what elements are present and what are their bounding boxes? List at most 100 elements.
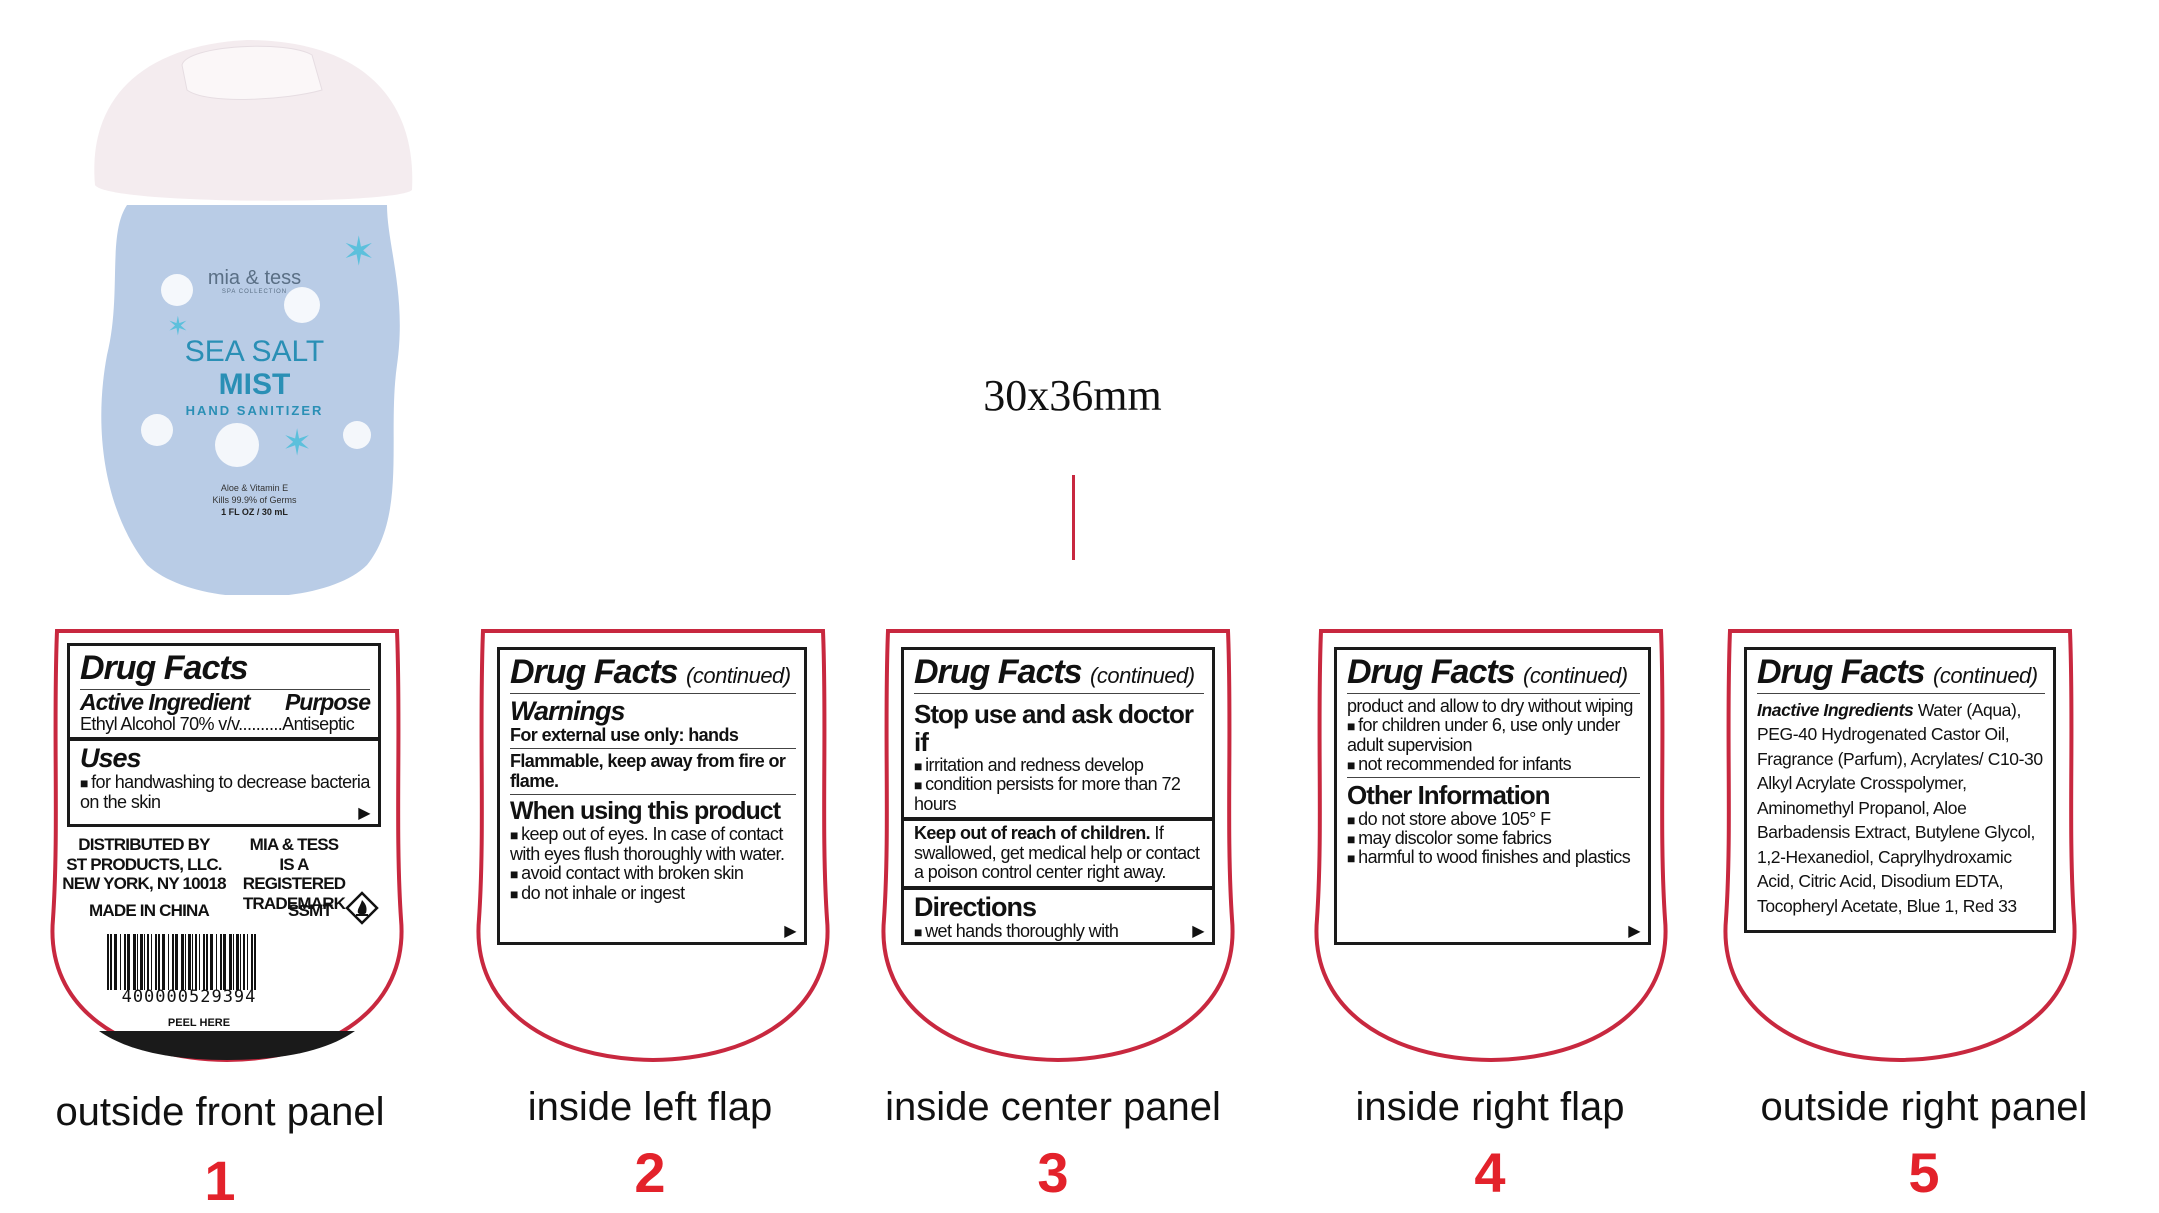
stop-use-bullet: irritation and redness develop (914, 755, 1204, 775)
barcode-bar (236, 934, 239, 990)
dimension-marker-line (1072, 475, 1075, 560)
barcode-bar (206, 934, 208, 990)
panel-number-1: 1 (204, 1149, 236, 1212)
continue-arrow-icon: ▶ (358, 804, 370, 822)
trademark-line: IS A REGISTERED (242, 854, 346, 894)
stop-use-heading: Stop use and ask doctor if (914, 698, 1194, 757)
barcode (107, 934, 259, 990)
barcode-bar (223, 934, 226, 990)
panel-inside-left-flap: Drug Facts (continued) Warnings For exte… (475, 629, 831, 1063)
barcode-bar (247, 934, 248, 990)
panel-inside-right-flap: Drug Facts (continued) product and allow… (1313, 629, 1669, 1063)
trademark-line: TRADEMARK (242, 893, 346, 913)
active-ingredient-line: Ethyl Alcohol 70% v/v..........Antisepti… (80, 713, 355, 734)
caption-panel-1: outside front panel (55, 1090, 385, 1134)
uses-text: for handwashing to decrease bacteria on … (80, 772, 370, 812)
inactive-ingredients-text: Water (Aqua), PEG-40 Hydrogenated Castor… (1757, 699, 2043, 916)
barcode-bar (168, 934, 169, 990)
purpose-heading: Purpose (284, 688, 371, 715)
barcode-bar (203, 934, 205, 990)
drug-facts-title: Drug Facts (1757, 653, 1926, 691)
barcode-bar (181, 934, 184, 990)
trademark-info: MIA & TESS IS A REGISTERED TRADEMARK (229, 835, 359, 913)
continue-arrow-icon: ▶ (784, 922, 796, 940)
other-information-heading: Other Information (1347, 777, 1640, 810)
barcode-bar (251, 934, 253, 990)
barcode-bar (151, 934, 152, 990)
barcode-bar (188, 934, 191, 990)
caption-panel-5: outside right panel (1760, 1085, 2088, 1129)
drug-facts-title: Drug Facts (1347, 653, 1516, 691)
continued-label: (continued) (686, 663, 791, 688)
other-info-bullet: do not store above 105° F (1347, 809, 1640, 829)
distributor-info: DISTRIBUTED BY ST PRODUCTS, LLC. NEW YOR… (59, 835, 229, 894)
barcode-bar (233, 934, 234, 990)
inactive-ingredients-heading: Inactive Ingredients (1757, 699, 1914, 720)
panel-number-5: 5 (1908, 1141, 1940, 1204)
drug-facts-title: Drug Facts (914, 653, 1083, 691)
barcode-bar (137, 934, 138, 990)
made-in-label: MADE IN CHINA (89, 901, 210, 920)
other-info-bullet: may discolor some fabrics (1347, 828, 1640, 848)
bottle-name-2: MIST (218, 368, 291, 401)
panel-outside-right: Drug Facts (continued) Inactive Ingredie… (1722, 629, 2078, 1063)
barcode-bar (140, 934, 143, 990)
warning-bullet: keep out of eyes. In case of contact wit… (510, 824, 796, 864)
bottle-collection: SPA COLLECTION (221, 289, 288, 295)
continue-arrow-icon: ▶ (1628, 922, 1640, 940)
directions-bullet: not recommended for infants (1347, 754, 1640, 774)
barcode-bar (147, 934, 149, 990)
barcode-bar (155, 934, 157, 990)
caption-panel-3: inside center panel (885, 1085, 1221, 1129)
product-bottle-image: ✶✶✶ mia & tess SPA COLLECTION SEA SALT M… (87, 35, 422, 597)
barcode-bar (195, 934, 197, 990)
svg-text:✶: ✶ (342, 230, 376, 274)
panel-inside-center: Drug Facts (continued) Stop use and ask … (880, 629, 1236, 1063)
bottle-size: 1 FL OZ / 30 mL (221, 507, 288, 517)
distributor-line: DISTRIBUTED BY (78, 835, 210, 854)
drug-facts-title: Drug Facts (510, 653, 679, 691)
directions-heading: Directions (914, 891, 1037, 922)
barcode-bar (254, 934, 256, 990)
caption-panel-2: inside left flap (527, 1085, 773, 1129)
barcode-bar (120, 934, 121, 990)
barcode-bar (127, 934, 130, 990)
trademark-line: MIA & TESS (249, 835, 339, 854)
external-use-text: For external use only: hands (510, 724, 739, 745)
barcode-bar (210, 934, 213, 990)
bottle-claim-1: Aloe & Vitamin E (220, 483, 289, 493)
barcode-number: 400000529394 (121, 987, 257, 1007)
continued-label: (continued) (1933, 663, 2038, 688)
barcode-bar (216, 934, 217, 990)
panel-number-2: 2 (634, 1141, 666, 1204)
continued-label: (continued) (1090, 663, 1195, 688)
stop-use-bullet: condition persists for more than 72 hour… (914, 775, 1204, 814)
barcode-bar (107, 934, 109, 990)
barcode-bar (133, 934, 136, 990)
continue-arrow-icon: ▶ (1192, 922, 1204, 940)
distributor-line: ST PRODUCTS, LLC. (66, 854, 222, 874)
directions-bullet: for children under 6, use only under adu… (1347, 715, 1640, 755)
barcode-bar (114, 934, 117, 990)
svg-text:✶: ✶ (282, 422, 312, 463)
uses-heading: Uses (80, 742, 142, 773)
svg-text:✶: ✶ (167, 311, 189, 341)
keep-out-of-reach-bold: Keep out of reach of children. (914, 823, 1151, 844)
barcode-bar (124, 934, 126, 990)
continued-label: (continued) (1523, 663, 1628, 688)
dimension-label: 30x36mm (983, 371, 1162, 420)
peel-here-label[interactable]: PEEL HERE (167, 1017, 231, 1029)
distributor-line: NEW YORK, NY 10018 (62, 874, 226, 894)
barcode-bar (229, 934, 232, 990)
other-info-bullet: harmful to wood finishes and plastics (1347, 847, 1640, 867)
warning-bullet: do not inhale or ingest (510, 883, 796, 903)
barcode-bar (158, 934, 160, 990)
barcode-bar (199, 934, 200, 990)
code-label: SSMT (287, 901, 333, 920)
active-ingredient-heading: Active Ingredient (80, 688, 251, 715)
barcode-bar (144, 934, 145, 990)
barcode-bar (172, 934, 174, 990)
bottle-claim-2: Kills 99.9% of Germs (212, 495, 297, 505)
directions-bullet: wet hands thoroughly with (914, 921, 1204, 941)
